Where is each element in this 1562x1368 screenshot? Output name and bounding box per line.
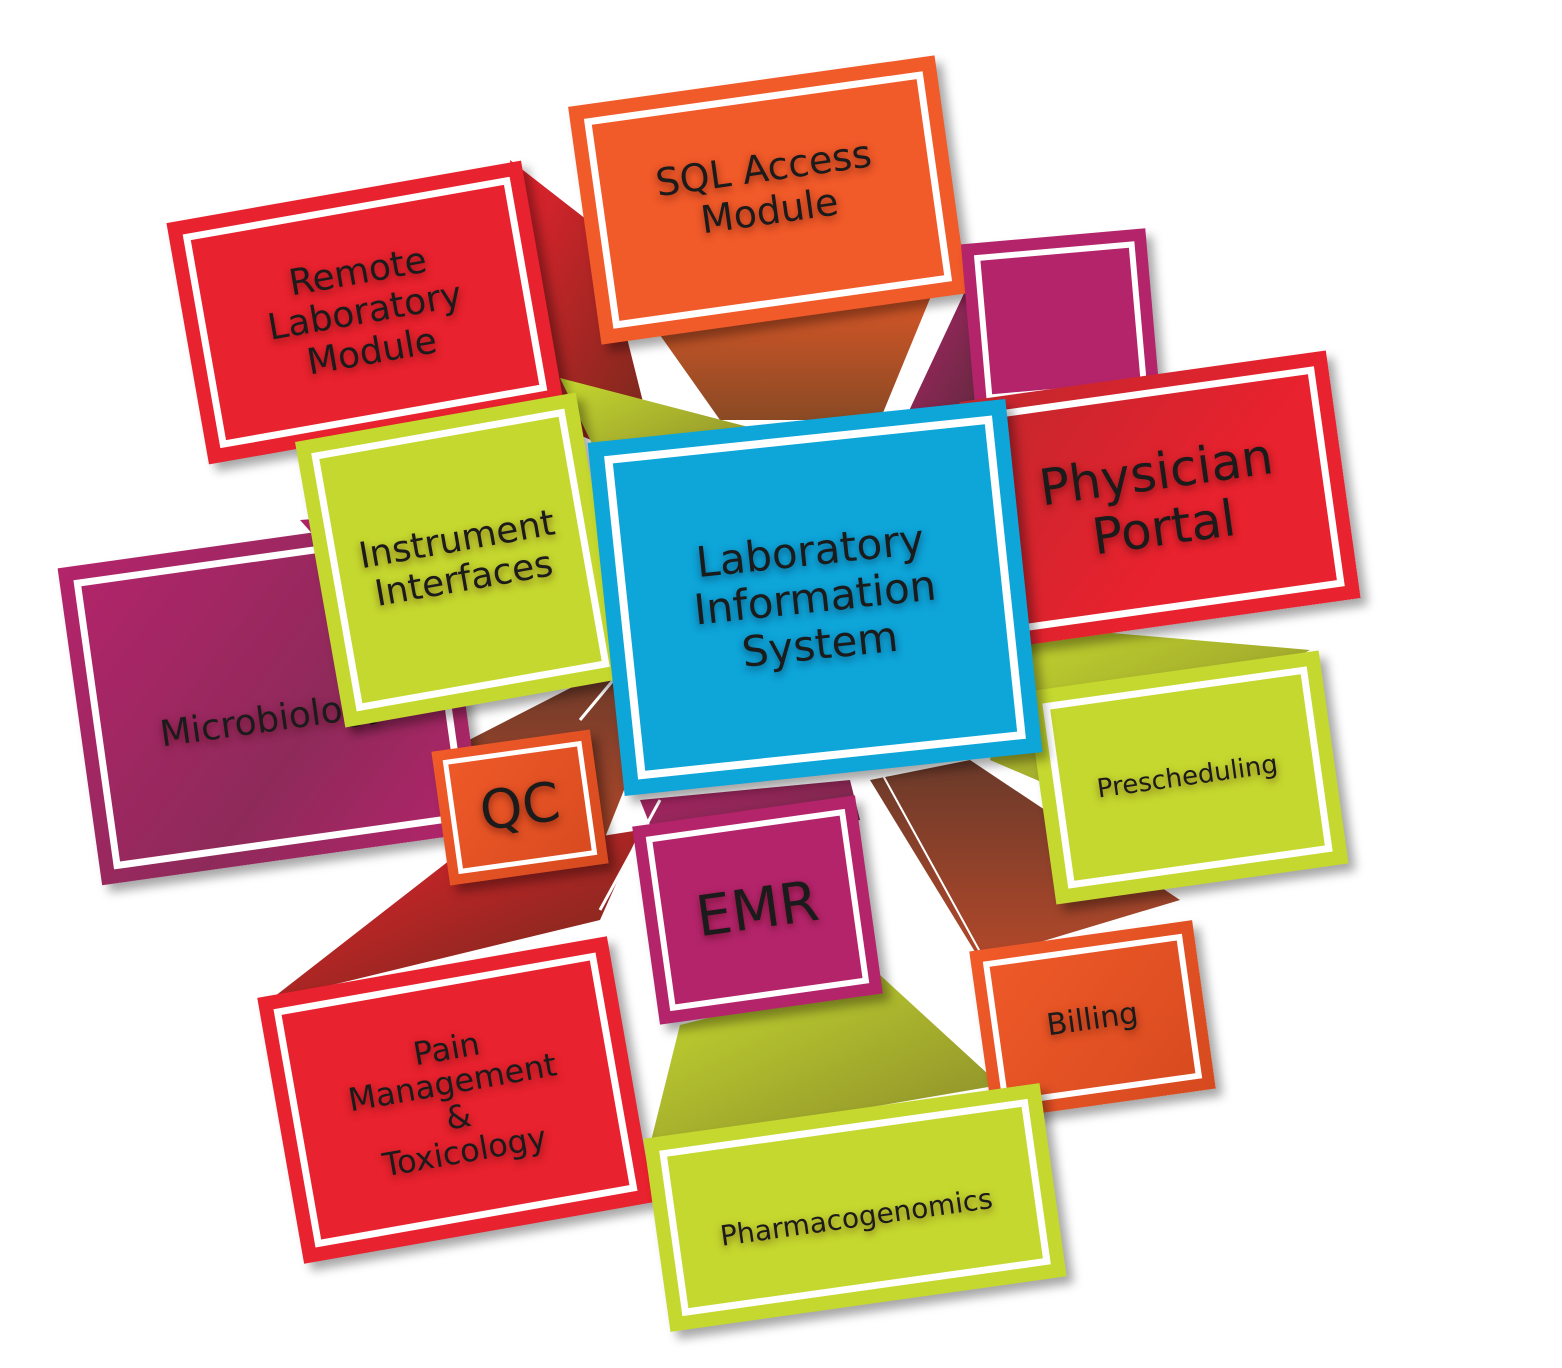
module-sql-access: SQL Access Module [568, 55, 968, 345]
module-qc: QC [431, 729, 609, 886]
band-pharma [650, 975, 1000, 1145]
line-billing-2 [879, 769, 991, 971]
module-unlabeled-magenta-frame [973, 241, 1148, 401]
module-qc-label: QC [475, 769, 565, 844]
module-instrument-interfaces: Instrument Interfaces [294, 392, 627, 728]
line-billing-1 [858, 779, 977, 961]
line-emr-center [598, 799, 662, 911]
band-billing [870, 760, 1180, 960]
center-lis: Laboratory Information System [587, 399, 1043, 796]
module-emr: EMR [632, 795, 883, 1025]
band-pain [270, 830, 640, 1000]
center-lis-label: Laboratory Information System [691, 514, 939, 677]
module-prescheduling: Prescheduling [1026, 650, 1349, 905]
